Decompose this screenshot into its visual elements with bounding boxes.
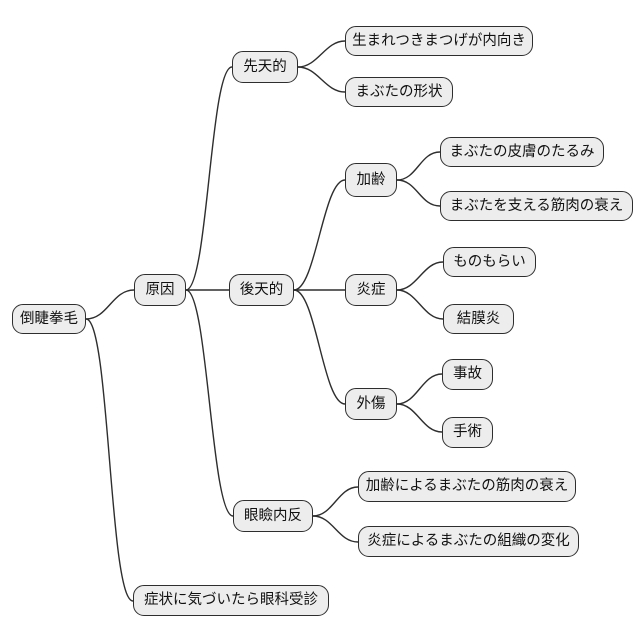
node-stye[interactable]: ものもらい [443, 247, 536, 277]
node-entropion[interactable]: 眼瞼内反 [233, 500, 313, 532]
node-see-ophthalmologist[interactable]: 症状に気づいたら眼科受診 [133, 585, 329, 616]
edge-trauma-surgery [396, 403, 443, 433]
edge-congenital-shape [297, 66, 346, 93]
node-eyelid-skin-sag[interactable]: まぶたの皮膚のたるみ [440, 137, 604, 167]
node-entropion-aging-muscle[interactable]: 加齢によるまぶたの筋肉の衰え [358, 471, 576, 502]
edge-cause-congenital [185, 66, 233, 291]
node-eyelid-muscle-weakness[interactable]: まぶたを支える筋肉の衰え [440, 191, 633, 221]
node-eyelid-shape[interactable]: まぶたの形状 [345, 77, 453, 107]
edge-aging-skin-sag [396, 151, 441, 181]
node-accident[interactable]: 事故 [442, 359, 493, 390]
node-inflammation[interactable]: 炎症 [345, 274, 397, 306]
edge-acquired-aging [293, 179, 346, 291]
node-aging[interactable]: 加齢 [345, 163, 397, 197]
edge-acquired-trauma [293, 289, 346, 405]
node-surgery[interactable]: 手術 [442, 417, 493, 448]
node-conjunctivitis[interactable]: 結膜炎 [443, 304, 514, 334]
edge-entropion-tissue-change [312, 515, 359, 543]
node-congenital-lash-inward[interactable]: 生まれつきまつげが内向き [345, 26, 533, 56]
edge-cause-entropion [185, 289, 234, 517]
node-cause[interactable]: 原因 [134, 274, 186, 306]
node-acquired[interactable]: 後天的 [229, 274, 294, 306]
edge-aging-muscle-weakness [396, 179, 441, 207]
node-root[interactable]: 倒睫拳毛 [12, 304, 86, 334]
edge-root-advice [85, 318, 134, 602]
node-trauma[interactable]: 外傷 [345, 388, 397, 420]
edge-inflammation-stye [396, 261, 444, 291]
edge-root-cause [85, 289, 135, 320]
edge-congenital-lash [297, 40, 346, 68]
edge-inflammation-conjunctivitis [396, 289, 444, 320]
node-entropion-tissue-change[interactable]: 炎症によるまぶたの組織の変化 [358, 526, 579, 557]
node-congenital[interactable]: 先天的 [232, 51, 298, 83]
edge-entropion-aging-muscle [312, 486, 359, 517]
edge-trauma-accident [396, 373, 443, 405]
